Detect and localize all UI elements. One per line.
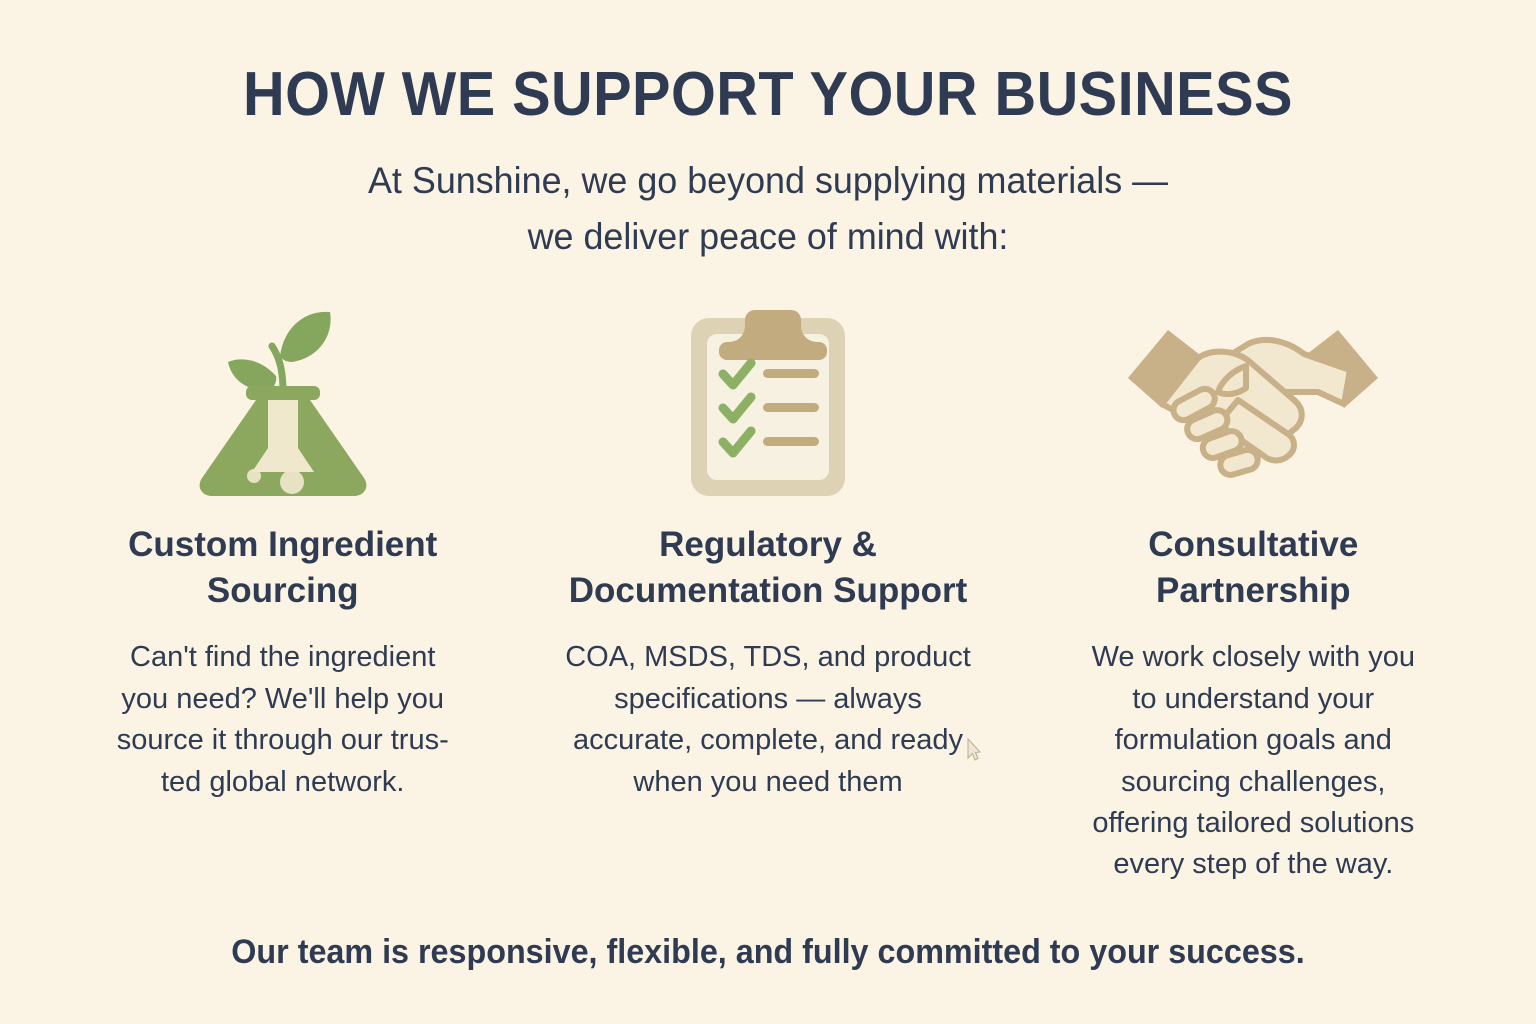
body-line: formulation goals and xyxy=(1114,724,1392,757)
feature-body-documentation: COA, MSDS, TDS, and product specificatio… xyxy=(565,637,971,803)
flask-with-sprout-icon xyxy=(188,300,378,500)
feature-title-line-2: Partnership xyxy=(1156,570,1351,610)
subtitle-line-1: At Sunshine, we go beyond supplying mate… xyxy=(367,160,1169,202)
body-line: source it through our trus- xyxy=(116,724,449,757)
body-line: you need? We'll help you xyxy=(121,682,445,715)
feature-column-partnership: Consultative Partnership We work closely… xyxy=(1011,300,1496,886)
body-line: Can't find the ingredient xyxy=(130,641,436,674)
feature-column-documentation: Regulatory & Documentation Support COA, … xyxy=(525,300,1010,803)
page-subtitle: At Sunshine, we go beyond supplying mate… xyxy=(0,127,1536,264)
feature-title-line-1: Custom Ingredient xyxy=(128,525,438,565)
body-line: accurate, complete, and ready xyxy=(572,724,964,757)
page-title: HOW WE SUPPORT YOUR BUSINESS xyxy=(243,60,1293,129)
feature-title-sourcing: Custom Ingredient Sourcing xyxy=(128,522,437,613)
body-line: sourcing challenges, xyxy=(1121,765,1386,798)
body-line: ted global network. xyxy=(160,765,405,798)
body-line: to understand your xyxy=(1132,682,1375,715)
body-line: specifications — always xyxy=(614,682,922,715)
body-line: when you need them xyxy=(633,765,903,798)
body-line: COA, MSDS, TDS, and product xyxy=(565,641,971,674)
subtitle-line-2: we deliver peace of mind with: xyxy=(527,215,1009,257)
body-line: We work closely with you xyxy=(1091,641,1415,674)
clipboard-checklist-icon xyxy=(673,300,863,500)
feature-title-line-1: Regulatory & xyxy=(659,525,877,565)
feature-title-documentation: Regulatory & Documentation Support xyxy=(569,522,968,613)
handshake-icon xyxy=(1118,300,1388,500)
feature-title-partnership: Consultative Partnership xyxy=(1148,522,1358,613)
feature-body-sourcing: Can't find the ingredient you need? We'l… xyxy=(117,637,449,803)
feature-title-line-1: Consultative xyxy=(1148,525,1359,565)
feature-columns: Custom Ingredient Sourcing Can't find th… xyxy=(0,300,1536,886)
body-line: offering tailored solutions xyxy=(1092,806,1415,839)
feature-title-line-2: Sourcing xyxy=(206,570,359,610)
footer-tagline: Our team is responsive, flexible, and fu… xyxy=(231,933,1305,971)
feature-body-partnership: We work closely with you to understand y… xyxy=(1092,637,1415,886)
feature-column-sourcing: Custom Ingredient Sourcing Can't find th… xyxy=(40,300,525,803)
feature-title-line-2: Documentation Support xyxy=(568,570,968,610)
body-line: every step of the way. xyxy=(1113,848,1394,881)
